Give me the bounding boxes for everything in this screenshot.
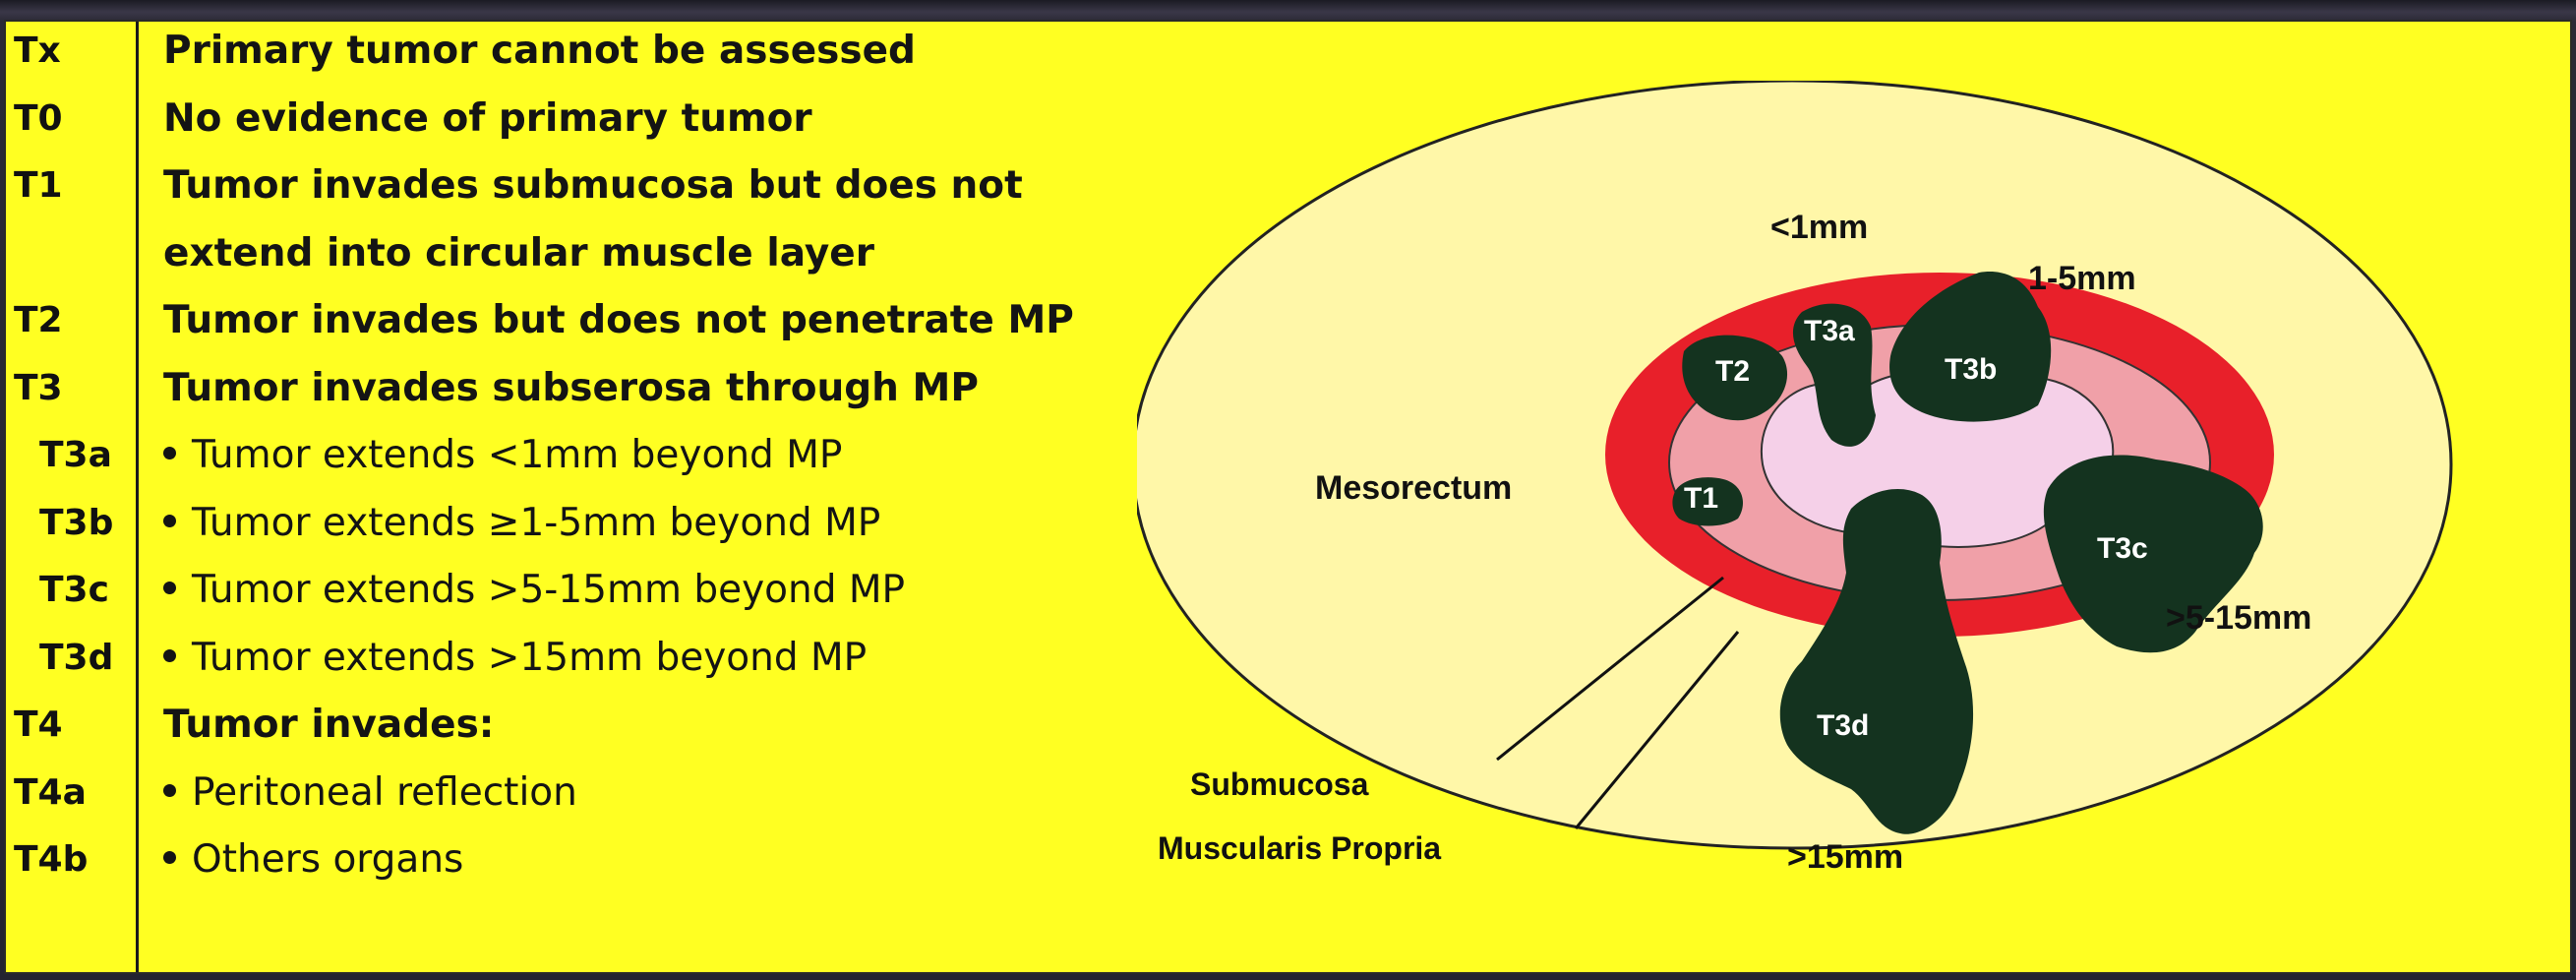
stage-description-text: Tumor invades: — [163, 703, 494, 747]
stage-description-text: extend into circular muscle layer — [163, 231, 874, 276]
stage-description: Peritoneal reflection — [163, 764, 577, 823]
bullet-icon — [163, 515, 176, 527]
stage-code: T3c — [39, 561, 109, 620]
stage-description: Others organs — [163, 830, 463, 889]
staging-row: T4 Tumor invades: — [6, 696, 1186, 755]
distance-label-5-15mm: >5-15mm — [2166, 599, 2311, 637]
stage-description-text: Tumor extends ≥1-5mm beyond MP — [192, 501, 880, 545]
stage-description: Tumor invades but does not penetrate MP — [163, 291, 1074, 350]
staging-row: T4b Others organs — [6, 830, 1186, 889]
stage-code: T3 — [14, 359, 63, 418]
stage-description-text: Peritoneal reflection — [192, 770, 577, 815]
staging-row: Tx Primary tumor cannot be assessed — [6, 22, 1186, 81]
stage-description: Primary tumor cannot be assessed — [163, 22, 916, 81]
stage-description-text: No evidence of primary tumor — [163, 96, 812, 141]
tumor-label-t3a: T3a — [1804, 315, 1855, 347]
stage-code: T1 — [14, 156, 63, 215]
stage-description: Tumor extends <1mm beyond MP — [163, 426, 842, 485]
rectal-tumor-diagram: Mesorectum Submucosa Muscularis Propria … — [1137, 81, 2553, 966]
muscularis-propria-label: Muscularis Propria — [1158, 830, 1441, 866]
staging-row: T3d Tumor extends >15mm beyond MP — [6, 629, 1186, 688]
tumor-label-t2: T2 — [1715, 355, 1750, 388]
distance-label-gt15mm: >15mm — [1787, 838, 1903, 876]
stage-description: Tumor extends >5-15mm beyond MP — [163, 561, 905, 620]
staging-row: T1 Tumor invades submucosa but does not — [6, 156, 1186, 215]
staging-row: extend into circular muscle layer — [6, 224, 1186, 283]
bullet-icon — [163, 582, 176, 594]
stage-code: T4b — [14, 830, 88, 889]
tumor-label-t3c: T3c — [2097, 532, 2148, 565]
stage-description: extend into circular muscle layer — [163, 224, 874, 283]
stage-description: No evidence of primary tumor — [163, 90, 812, 149]
staging-row: T3b Tumor extends ≥1-5mm beyond MP — [6, 494, 1186, 553]
stage-description: Tumor invades: — [163, 696, 494, 755]
staging-row: T0 No evidence of primary tumor — [6, 90, 1186, 149]
distance-label-lt1mm: <1mm — [1770, 209, 1868, 246]
tumor-label-t3b: T3b — [1945, 353, 1997, 386]
stage-description-text: Tumor extends >5-15mm beyond MP — [192, 568, 905, 612]
stage-description: Tumor extends >15mm beyond MP — [163, 629, 867, 688]
bullet-icon — [163, 649, 176, 662]
stage-description-text: Tumor invades but does not penetrate MP — [163, 298, 1074, 342]
stage-description: Tumor invades subserosa through MP — [163, 359, 979, 418]
submucosa-label: Submucosa — [1190, 766, 1369, 802]
mesorectum-label: Mesorectum — [1315, 469, 1512, 507]
bullet-icon — [163, 447, 176, 459]
stage-description-text: Primary tumor cannot be assessed — [163, 29, 916, 73]
stage-description: Tumor extends ≥1-5mm beyond MP — [163, 494, 880, 553]
tumor-label-t1: T1 — [1684, 482, 1718, 515]
stage-description: Tumor invades submucosa but does not — [163, 156, 1023, 215]
staging-row: T3c Tumor extends >5-15mm beyond MP — [6, 561, 1186, 620]
tumor-label-t3d: T3d — [1817, 709, 1869, 742]
staging-row: T4a Peritoneal reflection — [6, 764, 1186, 823]
stage-description-text: Tumor invades submucosa but does not — [163, 163, 1023, 208]
stage-description-text: Others organs — [192, 837, 463, 882]
stage-code: T3d — [39, 629, 113, 688]
stage-description-text: Tumor invades subserosa through MP — [163, 366, 979, 410]
bullet-icon — [163, 784, 176, 797]
stage-code: T3a — [39, 426, 112, 485]
stage-description-text: Tumor extends <1mm beyond MP — [192, 433, 842, 477]
distance-label-1-5mm: 1-5mm — [2028, 260, 2136, 297]
stage-description-text: Tumor extends >15mm beyond MP — [192, 636, 867, 680]
stage-code: T4a — [14, 764, 87, 823]
staging-row: T3 Tumor invades subserosa through MP — [6, 359, 1186, 418]
stage-code: T0 — [14, 90, 63, 149]
stage-code: Tx — [14, 22, 61, 81]
stage-code: T2 — [14, 291, 63, 350]
stage-code: T3b — [39, 494, 113, 553]
bullet-icon — [163, 851, 176, 864]
stage-code: T4 — [14, 696, 63, 755]
staging-row: T2 Tumor invades but does not penetrate M… — [6, 291, 1186, 350]
staging-row: T3a Tumor extends <1mm beyond MP — [6, 426, 1186, 485]
